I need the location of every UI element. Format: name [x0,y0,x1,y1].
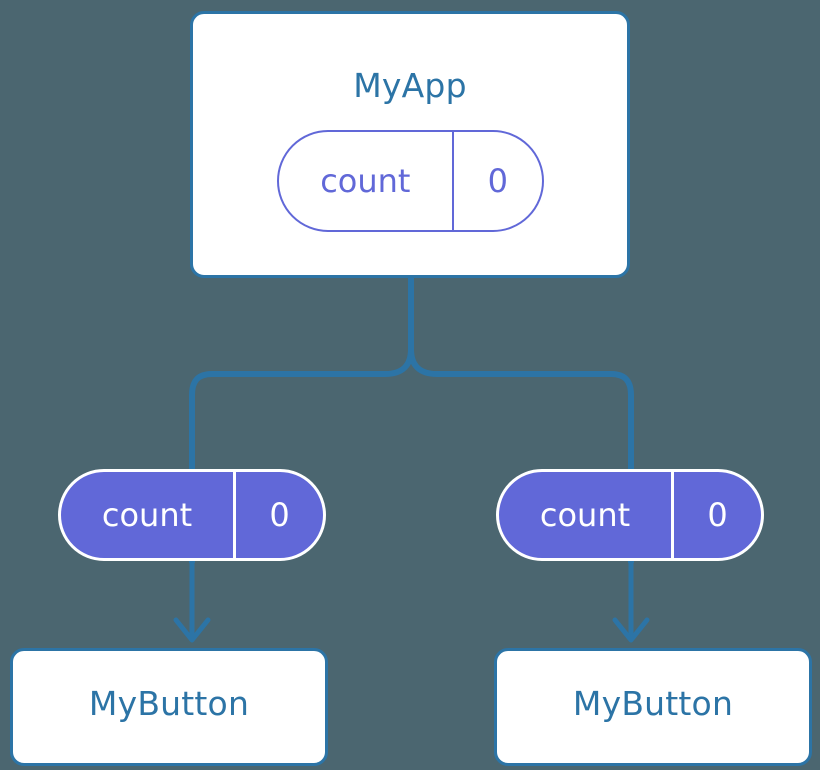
state-pill-root[interactable]: count 0 [277,130,544,232]
arrow-down-to-mybutton-left-icon [173,617,211,643]
props-value-label-left: 0 [269,496,290,534]
split-left-branch-path [189,348,414,563]
component-label-mybutton-left: MyButton [88,684,250,723]
state-key-label: count [279,132,454,230]
component-label-myapp: MyApp [353,66,467,105]
component-box-mybutton-left[interactable]: MyButton [10,648,328,766]
props-value-label-right: 0 [707,496,728,534]
props-pill-left[interactable]: count 0 [58,469,326,561]
state-value-label: 0 [487,162,509,200]
arrow-down-to-mybutton-right-icon [612,617,650,643]
props-key-label-left: count [61,472,236,558]
props-key-label-right: count [499,472,674,558]
props-pill-right[interactable]: count 0 [496,469,764,561]
component-box-mybutton-right[interactable]: MyButton [494,648,812,766]
component-label-mybutton-right: MyButton [572,684,734,723]
component-box-myapp[interactable]: MyApp [190,11,630,278]
